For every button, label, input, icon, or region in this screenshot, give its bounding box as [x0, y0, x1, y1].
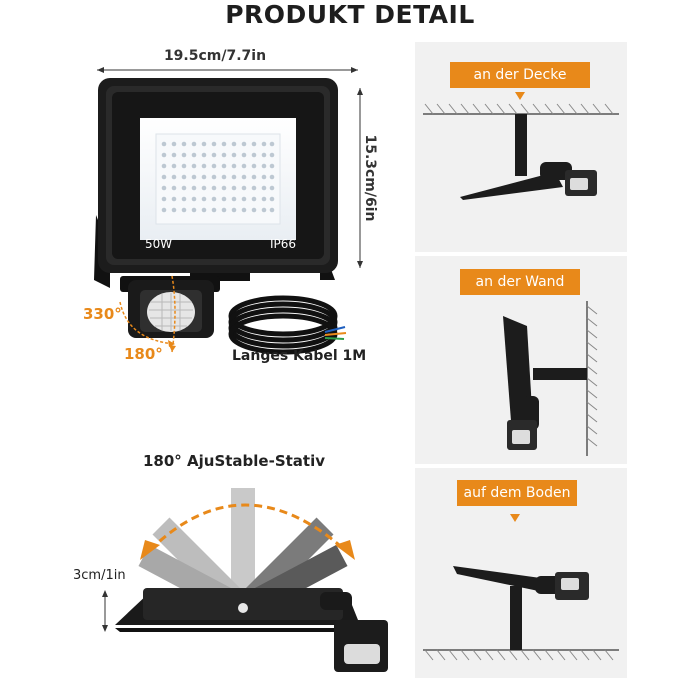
stand-section: 3cm/1in: [0, 470, 400, 700]
stand-diagram: [102, 488, 388, 672]
motion-sensor: [119, 275, 214, 353]
mounting-panel-wall: an der Wand: [415, 256, 627, 464]
power-rating-label: 50W: [145, 237, 173, 251]
mounting-panel-ceiling: an der Decke: [415, 42, 627, 252]
led-grid: [161, 141, 275, 213]
coiled-cable: [228, 295, 347, 355]
ceiling-mount-diagram: [423, 92, 619, 200]
mounting-label-ground: auf dem Boden: [457, 480, 577, 506]
wall-mount-diagram: [503, 301, 598, 456]
ip-rating-label: IP66: [270, 237, 297, 251]
page-title: PRODUKT DETAIL: [225, 0, 475, 29]
mounting-label-ceiling: an der Decke: [450, 62, 590, 88]
stand-height-label: 3cm/1in: [73, 568, 126, 583]
ground-mount-diagram: [423, 514, 619, 661]
stand-title: 180° AjuStable-Stativ: [143, 452, 326, 470]
width-dimension-label: 19.5cm/7.7in: [163, 48, 267, 64]
width-dimension-line: [97, 67, 358, 73]
sensor-rotation-label: 330°: [83, 305, 122, 323]
floodlight-housing: [94, 78, 338, 292]
cable-length-label: Langes Kabel 1M: [232, 348, 367, 364]
mounting-label-wall: an der Wand: [460, 269, 580, 295]
height-dimension-line: [357, 88, 363, 268]
mounting-panel-ground: auf dem Boden: [415, 468, 627, 678]
product-section: 19.5cm/7.7in 15.3cm/6in: [0, 40, 400, 440]
sensor-tilt-label: 180°: [124, 345, 163, 363]
